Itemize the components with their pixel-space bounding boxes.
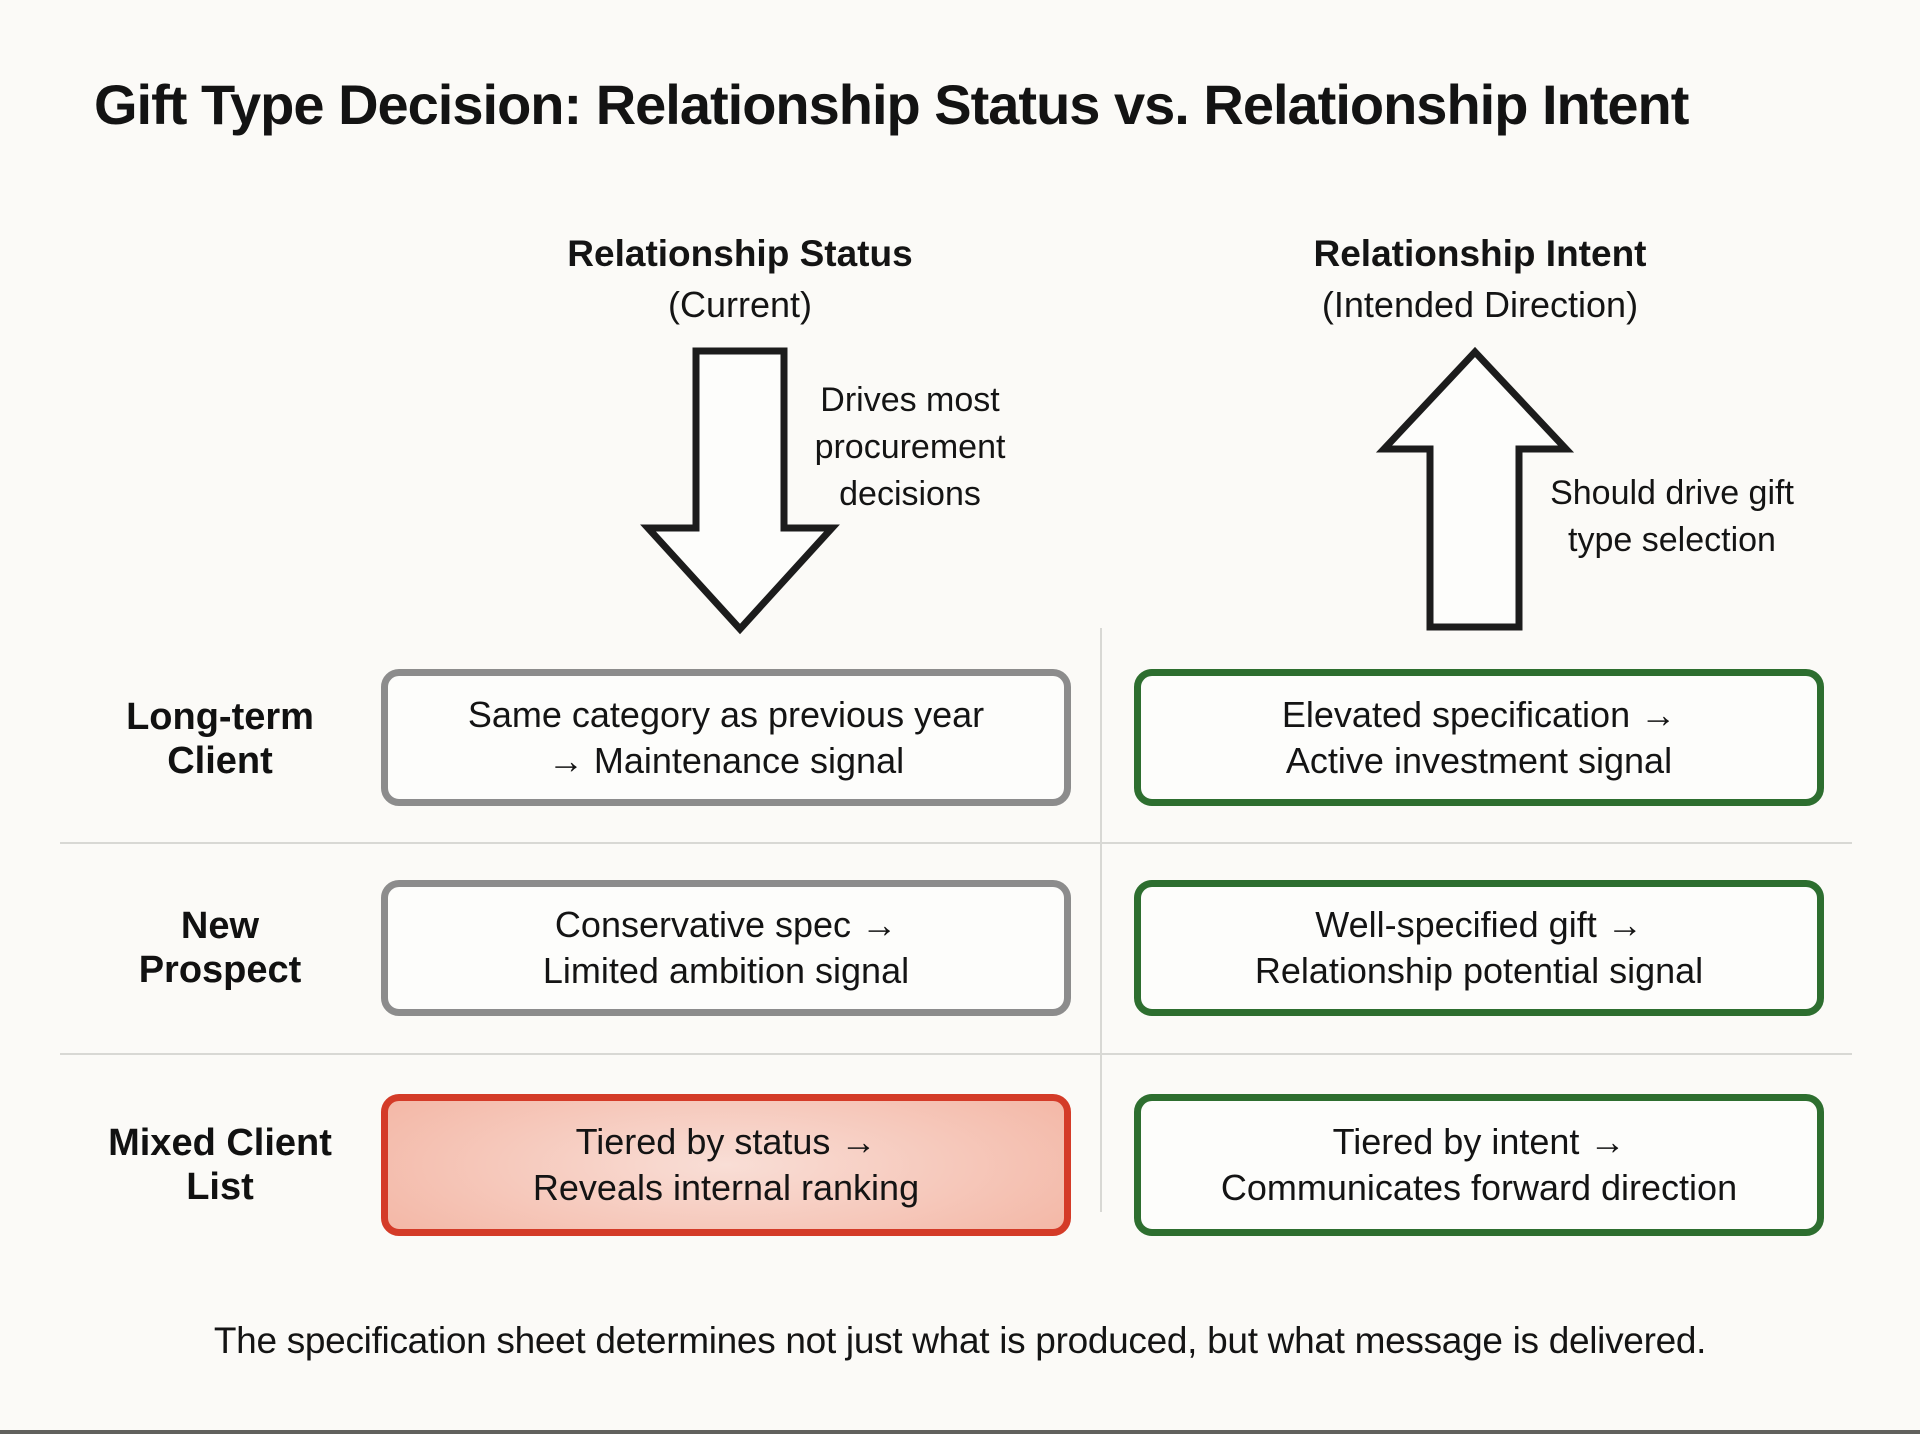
row-label-long-term-client: Long-term Client <box>126 696 314 782</box>
status-cell-new-prospect: Conservative spec → Limited ambition sig… <box>381 880 1071 1016</box>
row-label-mixed-client-list: Mixed Client List <box>108 1122 332 1208</box>
intent-cell-new-prospect: Well-specified gift → Relationship poten… <box>1134 880 1824 1016</box>
bottom-edge-line <box>0 1430 1920 1434</box>
bottom-caption: The specification sheet determines not j… <box>213 1320 1707 1361</box>
row-label-new-prospect: New Prospect <box>138 905 302 991</box>
intent-cell-mixed-client-list: Tiered by intent → Communicates forward … <box>1134 1094 1824 1236</box>
intent-column-header: Relationship Intent (Intended Direction) <box>1180 228 1780 330</box>
intent-column-title: Relationship Intent <box>1313 233 1647 274</box>
intent-column-subtitle: (Intended Direction) <box>1321 284 1639 325</box>
column-divider <box>1100 628 1102 1212</box>
row-divider-1 <box>60 842 1852 844</box>
status-column-title: Relationship Status <box>567 233 913 274</box>
intent-cell-long-term-client: Elevated specification → Active investme… <box>1134 669 1824 806</box>
diagram-title: Gift Type Decision: Relationship Status … <box>94 73 1689 136</box>
intent-arrow-label: Should drive gift type selection <box>1550 474 1794 559</box>
status-arrow-label: Drives most procurement decisions <box>814 381 1006 513</box>
status-cell-long-term-client: Same category as previous year → Mainten… <box>381 669 1071 806</box>
status-column-header: Relationship Status (Current) <box>440 228 1040 330</box>
status-cell-mixed-client-list: Tiered by status → Reveals internal rank… <box>381 1094 1071 1236</box>
status-column-subtitle: (Current) <box>667 284 813 325</box>
row-divider-2 <box>60 1053 1852 1055</box>
